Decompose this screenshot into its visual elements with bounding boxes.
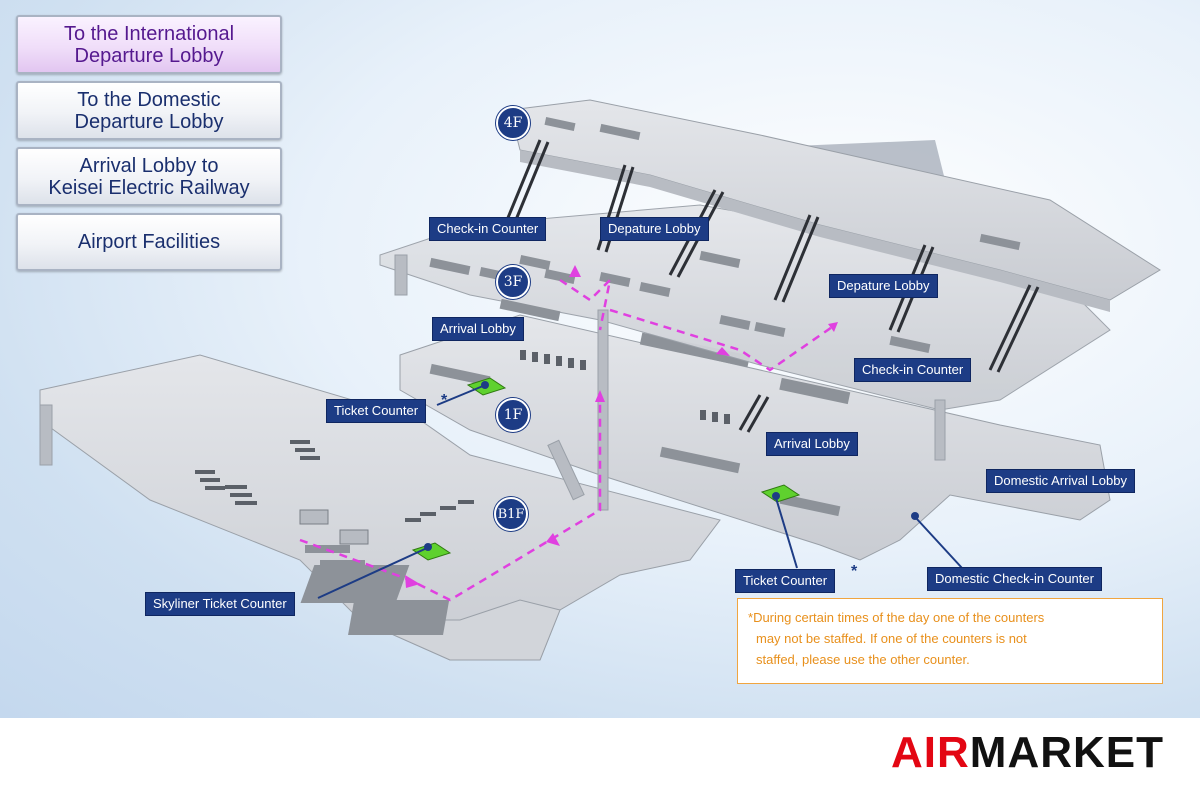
4f-slab	[509, 99, 1161, 312]
label-skyliner-ticket-counter: Skyliner Ticket Counter	[145, 592, 295, 616]
label-checkin-counter-domestic: Check-in Counter	[854, 358, 972, 382]
logo-market-text: MARKET	[969, 728, 1164, 777]
asterisk-ticket-counter-1f: *	[441, 392, 448, 409]
nav-airport-facilities-button[interactable]: Airport Facilities	[16, 213, 282, 271]
b1f-slab	[39, 354, 721, 661]
staffing-note: *During certain times of the day one of …	[737, 598, 1163, 684]
floor-badge-3f: 3F	[496, 265, 530, 299]
note-line-2: may not be staffed. If one of the counte…	[756, 631, 1027, 646]
nav-arrival-keisei-button[interactable]: Arrival Lobby to Keisei Electric Railway	[16, 147, 282, 206]
label-ticket-counter-b1f: Ticket Counter	[735, 569, 836, 593]
map-area: To the International Departure Lobby To …	[0, 0, 1200, 718]
walking-route	[299, 276, 836, 602]
note-asterisk: *	[748, 610, 754, 625]
nav-domestic-departure-button[interactable]: To the Domestic Departure Lobby	[16, 81, 282, 140]
floor-badge-1f: 1F	[496, 398, 530, 432]
label-checkin-counter-international: Check-in Counter	[429, 217, 547, 241]
nav-international-departure-button[interactable]: To the International Departure Lobby	[16, 15, 282, 74]
1f-slab	[399, 314, 1111, 561]
label-ticket-counter-1f: Ticket Counter	[326, 399, 427, 423]
logo-air-text: AIR	[891, 728, 970, 777]
label-domestic-arrival-lobby: Domestic Arrival Lobby	[986, 469, 1135, 493]
route-arrows	[405, 265, 838, 588]
airmarket-logo: AIRMARKET	[891, 728, 1164, 778]
floor-badge-4f: 4F	[496, 106, 530, 140]
note-line-3: staffed, please use the other counter.	[756, 652, 970, 667]
asterisk-ticket-counter-b1f: *	[851, 563, 858, 580]
floor-badge-b1f: B1F	[494, 497, 528, 531]
label-departure-lobby-international: Depature Lobby	[600, 217, 709, 241]
columns	[39, 254, 946, 511]
label-departure-lobby-domestic: Depature Lobby	[829, 274, 938, 298]
note-line-1: During certain times of the day one of t…	[753, 610, 1045, 625]
label-arrival-lobby-domestic-side: Arrival Lobby	[766, 432, 858, 456]
label-arrival-lobby-international: Arrival Lobby	[432, 317, 524, 341]
floor-plan-illustration	[39, 99, 1161, 661]
label-domestic-checkin-counter: Domestic Check-in Counter	[927, 567, 1102, 591]
leader-lines	[317, 381, 963, 599]
